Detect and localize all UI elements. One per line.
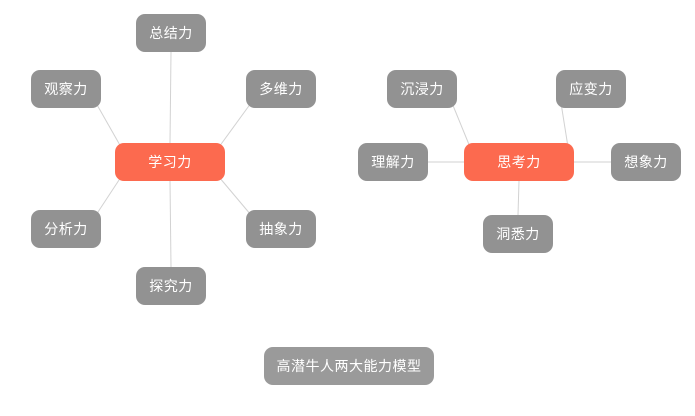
satellite-node-理解力[interactable]: 理解力 xyxy=(358,143,428,181)
connector-分析力 xyxy=(95,176,122,216)
connector-多维力 xyxy=(218,102,252,148)
node-label: 理解力 xyxy=(371,154,415,170)
node-label: 洞悉力 xyxy=(496,226,540,242)
satellite-node-多维力[interactable]: 多维力 xyxy=(246,70,316,108)
satellite-node-沉浸力[interactable]: 沉浸力 xyxy=(387,70,457,108)
satellite-node-应变力[interactable]: 应变力 xyxy=(556,70,626,108)
diagram-caption: 高潜牛人两大能力模型 xyxy=(264,347,434,385)
node-label: 想象力 xyxy=(624,154,668,170)
node-label: 抽象力 xyxy=(259,221,303,237)
node-label: 观察力 xyxy=(44,81,88,97)
satellite-node-总结力[interactable]: 总结力 xyxy=(136,14,206,52)
satellite-node-探究力[interactable]: 探究力 xyxy=(136,267,206,305)
satellite-node-想象力[interactable]: 想象力 xyxy=(611,143,681,181)
connector-应变力 xyxy=(560,102,569,148)
satellite-node-抽象力[interactable]: 抽象力 xyxy=(246,210,316,248)
node-label: 思考力 xyxy=(497,154,541,170)
satellite-node-洞悉力[interactable]: 洞悉力 xyxy=(483,215,553,253)
node-label: 沉浸力 xyxy=(400,81,444,97)
satellite-node-分析力[interactable]: 分析力 xyxy=(31,210,101,248)
satellite-node-观察力[interactable]: 观察力 xyxy=(31,70,101,108)
node-label: 应变力 xyxy=(569,81,613,97)
node-label: 探究力 xyxy=(149,278,193,294)
connector-总结力 xyxy=(169,51,172,144)
connector-观察力 xyxy=(95,102,122,148)
node-label: 总结力 xyxy=(149,25,193,41)
connector-洞悉力 xyxy=(517,180,520,216)
node-label: 多维力 xyxy=(259,81,303,97)
connector-沉浸力 xyxy=(451,102,471,148)
connector-抽象力 xyxy=(218,176,252,216)
node-label: 学习力 xyxy=(148,154,192,170)
hub-node-思考力[interactable]: 思考力 xyxy=(464,143,574,181)
connector-探究力 xyxy=(169,180,172,268)
node-label: 分析力 xyxy=(44,221,88,237)
hub-node-学习力[interactable]: 学习力 xyxy=(115,143,225,181)
